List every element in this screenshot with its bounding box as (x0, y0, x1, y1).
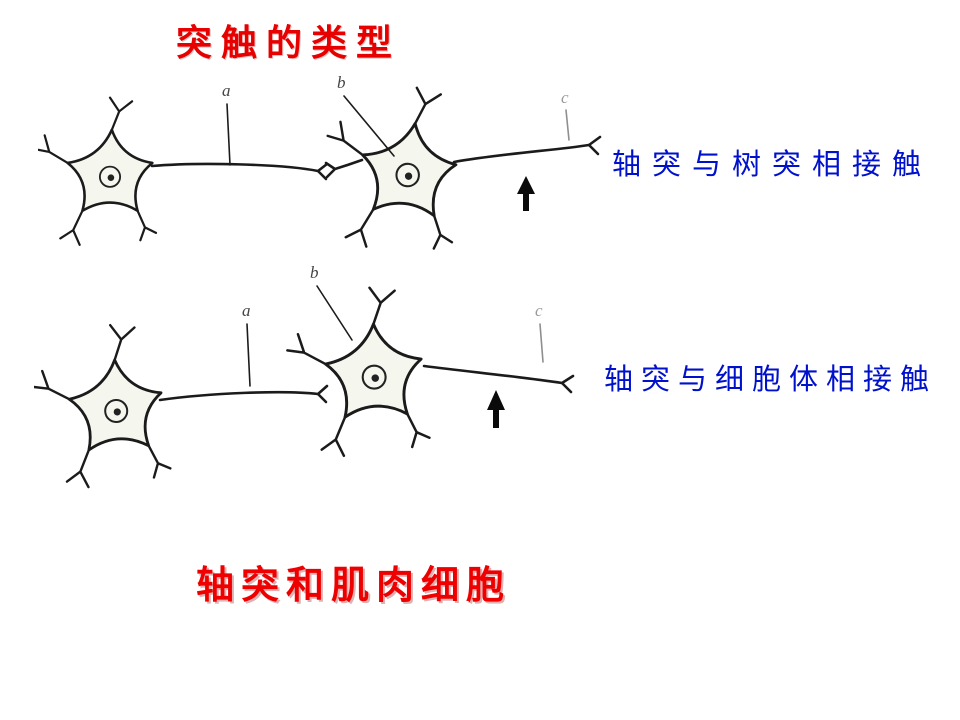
label-c: c (561, 88, 569, 107)
label-line-b (343, 95, 395, 157)
label-line-b (316, 285, 353, 341)
label-b: b (337, 73, 346, 92)
presynaptic-neuron (34, 320, 173, 492)
label-a: a (222, 81, 231, 100)
slide-title: 突触的类型 (176, 23, 402, 63)
arrow-up-icon (487, 390, 505, 428)
label-line-a (246, 323, 251, 387)
label-c: c (535, 301, 543, 320)
bottom-label: 轴突和肌肉细胞 (196, 565, 512, 607)
axon-2 (452, 143, 591, 164)
synapse-diagram-axodendritic: a b c (38, 73, 602, 255)
axon-terminal-1 (316, 384, 329, 404)
synapse-diagram-axosomatic: a b c (34, 263, 575, 492)
axon-terminal-1 (316, 162, 329, 181)
label-a: a (242, 301, 251, 320)
caption-axodendritic: 轴突与树突相接触 (612, 149, 933, 181)
caption-axosomatic: 轴突与细胞体相接触 (604, 364, 938, 396)
axon-terminal-2 (587, 135, 602, 156)
axon-1 (150, 162, 320, 173)
axon-1 (158, 390, 320, 402)
axon-2 (422, 364, 564, 385)
postsynaptic-neuron (282, 283, 432, 460)
label-b: b (310, 263, 319, 282)
axon-terminal-2 (560, 374, 575, 394)
arrow-up-icon (517, 176, 535, 211)
dendrite-junction-1 (324, 158, 364, 179)
label-line-c (539, 323, 544, 363)
label-line-c (565, 109, 570, 141)
label-line-a (226, 103, 231, 166)
presynaptic-neuron (38, 96, 158, 247)
